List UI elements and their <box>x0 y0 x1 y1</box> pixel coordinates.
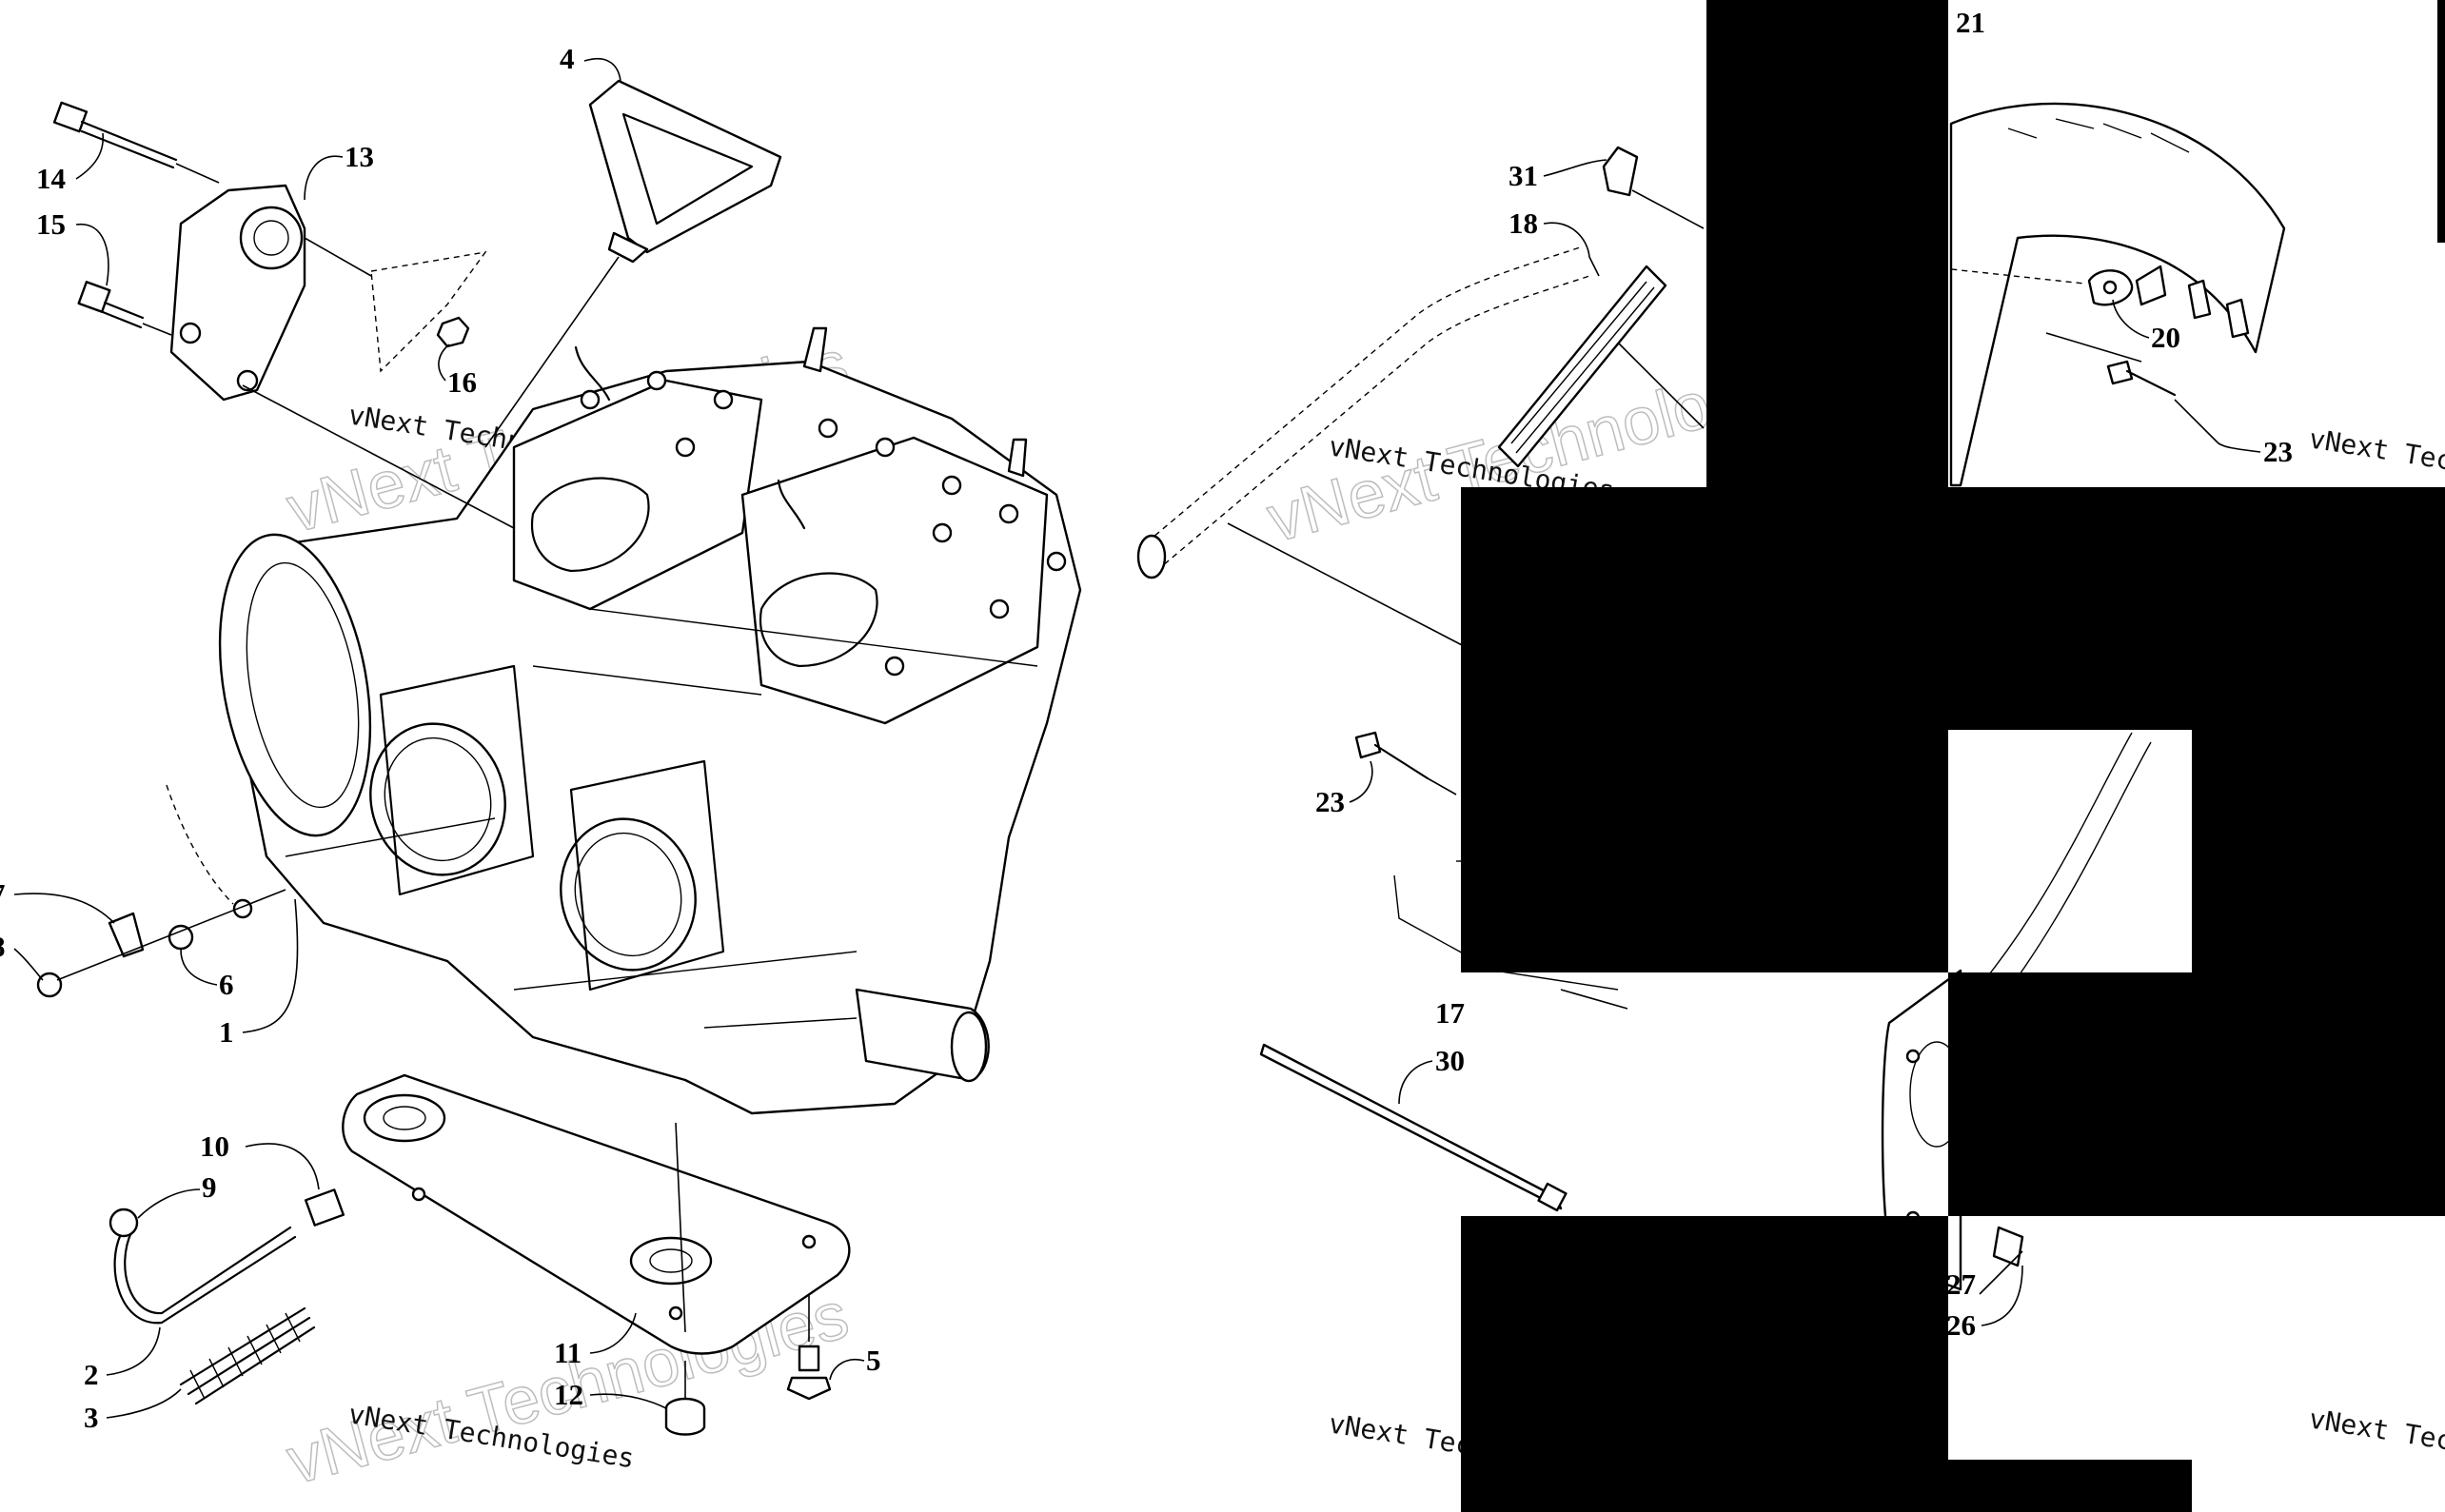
engine-block <box>218 326 1082 1115</box>
callout-11: 11 <box>554 1336 582 1369</box>
callout-9: 9 <box>202 1170 217 1204</box>
mount-nut <box>664 1361 706 1436</box>
callout-20: 20 <box>2151 321 2180 354</box>
callout-12: 12 <box>554 1378 583 1411</box>
callout-31: 31 <box>1508 159 1538 192</box>
redacted-areas <box>1461 0 2445 1512</box>
hose-assembly <box>108 1188 345 1405</box>
callout-14: 14 <box>36 162 66 195</box>
callout-15: 15 <box>36 207 66 241</box>
short-bolt <box>77 281 172 336</box>
callout-26: 26 <box>1946 1308 1976 1342</box>
callout-8: 8 <box>0 930 6 963</box>
callout-13: 13 <box>345 140 374 173</box>
callout-10: 10 <box>200 1129 229 1163</box>
callout-27: 27 <box>1946 1267 1976 1301</box>
callout-17: 17 <box>1435 996 1465 1030</box>
callout-18: 18 <box>1508 206 1538 240</box>
bolt-5 <box>786 1294 832 1401</box>
callout-3: 3 <box>84 1401 99 1434</box>
long-bolt <box>52 101 220 184</box>
watermark-6: vNext Technologies <box>2307 1403 2445 1479</box>
callout-23-right: 23 <box>2263 435 2293 468</box>
lift-handle <box>484 79 782 448</box>
engine-plate <box>342 1073 851 1355</box>
callout-2: 2 <box>84 1358 99 1391</box>
left-fasteners <box>36 784 286 998</box>
callout-4: 4 <box>560 42 575 75</box>
exhaust-pipe <box>1136 246 1590 648</box>
callout-5: 5 <box>866 1344 881 1377</box>
clip-31 <box>1602 146 1705 229</box>
cable-tie <box>1259 1043 1568 1212</box>
callout-7: 7 <box>0 877 6 911</box>
heat-shield <box>1836 102 2286 487</box>
rivet-left <box>1354 731 1457 795</box>
callout-6: 6 <box>219 968 234 1001</box>
callout-16: 16 <box>447 365 477 399</box>
head-bolts <box>580 370 1067 677</box>
spring <box>179 1306 316 1405</box>
callout-30: 30 <box>1435 1044 1465 1077</box>
decal <box>1497 265 1705 468</box>
callout-23-left: 23 <box>1315 785 1345 818</box>
callout-21: 21 <box>1956 6 1985 39</box>
callout-1: 1 <box>219 1015 234 1049</box>
callout-labels: 4 13 14 15 16 7 8 6 1 10 9 2 3 11 12 5 2… <box>0 6 2293 1434</box>
engine-mount-bracket <box>169 184 515 529</box>
